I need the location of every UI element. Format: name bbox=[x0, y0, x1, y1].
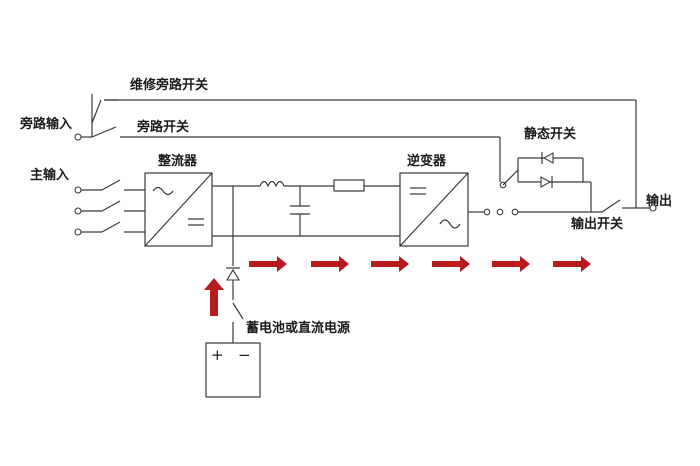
power-flow-arrow bbox=[311, 256, 349, 272]
dc-ac-converter-icon bbox=[399, 172, 469, 247]
power-flow-arrow bbox=[249, 256, 287, 272]
power-flow-arrow-up bbox=[204, 278, 224, 316]
static-switch-in-wire bbox=[502, 169, 519, 186]
rectifier-label: 整流器 bbox=[157, 153, 198, 169]
battery-dc-label: 蓄电池或直流电源 bbox=[246, 320, 350, 336]
inverter-out-node-3 bbox=[511, 208, 519, 216]
bypass-switch-blade bbox=[91, 126, 117, 138]
inverter-label: 逆变器 bbox=[407, 153, 447, 169]
power-flow-arrow bbox=[492, 256, 530, 272]
output-switch-blade bbox=[601, 199, 621, 213]
maintenance-bypass-label: 维修旁路开关 bbox=[130, 77, 208, 93]
battery-icon bbox=[205, 342, 261, 398]
power-flow-arrows bbox=[204, 256, 591, 316]
main-input-switches bbox=[74, 179, 145, 236]
resistor-icon bbox=[333, 179, 365, 192]
power-flow-arrow bbox=[553, 256, 591, 272]
maintenance-bypass-switch bbox=[91, 99, 102, 124]
output-switch-label: 输出开关 bbox=[571, 216, 623, 232]
bypass-input-label: 旁路输入 bbox=[19, 116, 72, 132]
inverter-out-node-1 bbox=[483, 208, 491, 216]
diode-icon bbox=[541, 152, 554, 164]
inverter-out-node-2 bbox=[496, 208, 504, 216]
static-switch-label: 静态开关 bbox=[524, 126, 576, 142]
bypass-switch-label: 旁路开关 bbox=[136, 119, 189, 135]
static-switch bbox=[517, 152, 584, 188]
power-flow-arrow bbox=[432, 256, 470, 272]
diode-icon bbox=[226, 267, 240, 281]
output-terminal bbox=[649, 204, 657, 212]
diode-icon bbox=[540, 176, 553, 188]
capacitor-icon bbox=[290, 186, 310, 236]
ac-dc-converter-icon bbox=[144, 172, 213, 247]
battery-minus: − bbox=[238, 346, 251, 364]
main-input-label: 主输入 bbox=[30, 167, 69, 183]
bypass-input-terminal bbox=[74, 133, 82, 141]
inductor-icon bbox=[259, 180, 285, 188]
battery-plus: + bbox=[211, 346, 224, 364]
battery-switch-blade bbox=[232, 302, 244, 320]
power-flow-arrow bbox=[371, 256, 409, 272]
